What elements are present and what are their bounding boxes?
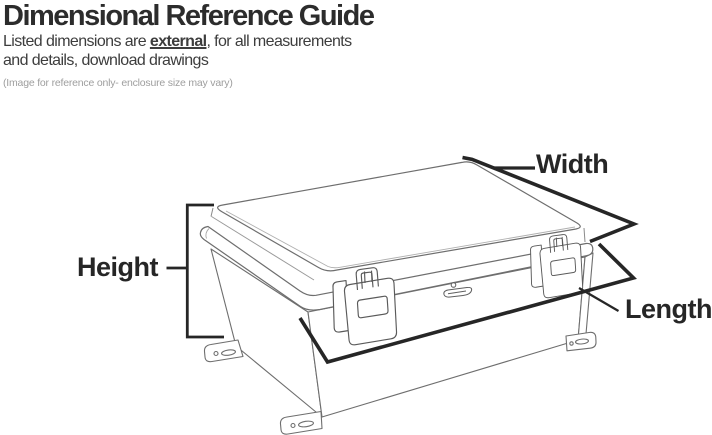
lid-inner-contour	[225, 210, 576, 269]
lid-flange	[199, 225, 594, 311]
lid-lip-line	[211, 216, 315, 281]
subtitle-suffix: , for all measurements	[206, 33, 352, 50]
header: Dimensional Reference Guide	[3, 0, 375, 32]
height-label: Height	[77, 252, 159, 282]
page-title: Dimensional Reference Guide	[3, 0, 375, 32]
mounting-foot-left	[203, 339, 244, 363]
mounting-feet	[203, 331, 597, 435]
width-dimension-line	[462, 155, 639, 244]
height-bracket	[185, 203, 224, 339]
width-dimension	[462, 155, 639, 244]
width-label: Width	[536, 149, 608, 179]
subtitle-emphasis: external	[149, 33, 207, 50]
flange-cap-line	[205, 228, 210, 239]
seam-clip	[443, 282, 473, 298]
subtitle: Listed dimensions are external, for all …	[3, 32, 423, 70]
length-label-connector	[578, 287, 620, 312]
subtitle-prefix: Listed dimensions are	[3, 33, 150, 50]
height-dimension	[166, 203, 224, 339]
subtitle-line2: and details, download drawings	[3, 52, 209, 69]
mounting-foot-right	[565, 331, 597, 352]
length-label: Length	[625, 294, 712, 324]
length-dimension-line	[298, 242, 637, 365]
lid-corner-edges	[210, 207, 586, 243]
enclosure-lid	[210, 161, 586, 272]
reference-note: (Image for reference only- enclosure siz…	[3, 77, 233, 89]
mounting-foot-front	[279, 410, 323, 435]
length-dimension	[298, 242, 637, 365]
enclosure-body	[210, 248, 594, 418]
